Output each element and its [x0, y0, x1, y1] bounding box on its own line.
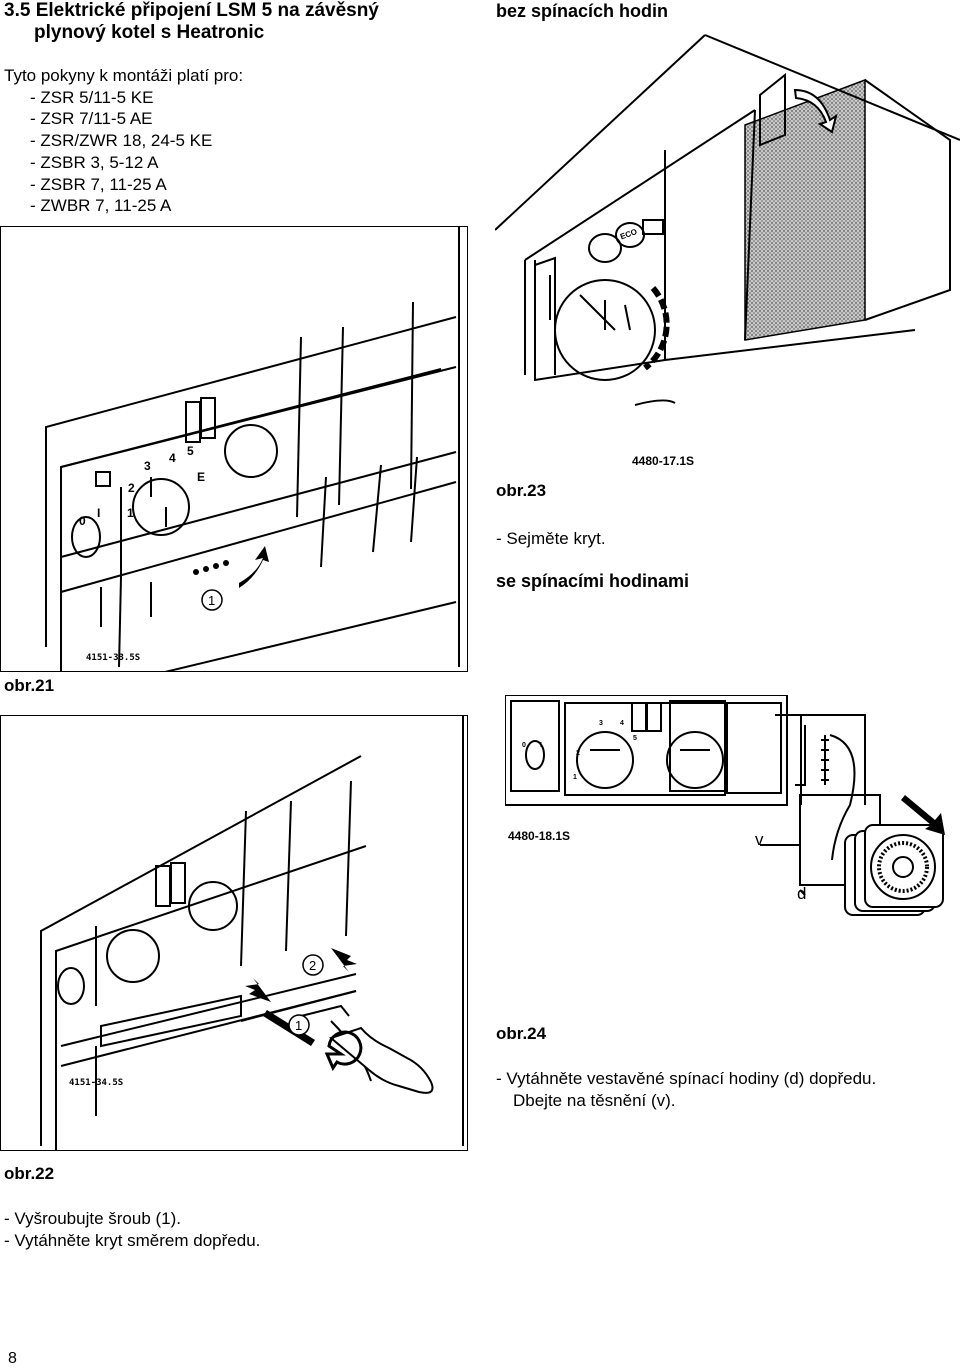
figure-24-caption: obr.24	[496, 1024, 547, 1043]
figure-22: 1 2 4151-34.5S	[0, 715, 468, 1151]
svg-text:3: 3	[599, 720, 603, 727]
svg-text:1: 1	[295, 1018, 302, 1033]
eco-label: ECO	[619, 227, 638, 241]
list-item: - ZSBR 3, 5-12 A	[30, 152, 159, 172]
boiler-cover-illustration: ECO	[494, 34, 960, 406]
list-item: - ZSBR 7, 11-25 A	[30, 174, 167, 194]
label-seal-v: v	[755, 830, 764, 849]
list-item: - Vytáhněte vestavěné spínací hodiny (d)…	[496, 1069, 877, 1088]
switch-label-off: 0	[79, 514, 86, 528]
figure-23-caption: obr.23	[496, 481, 547, 500]
list-item: - Vyšroubujte šroub (1).	[4, 1209, 181, 1228]
figure-24: 2 3 4 5 1 0 I	[504, 694, 960, 925]
callout-1: 1	[201, 589, 223, 611]
callout-1: 1	[288, 1014, 310, 1036]
figure-23: ECO 4480-17.1S	[494, 30, 960, 470]
fig24-steps: - Vytáhněte vestavěné spínací hodiny (d)…	[496, 1068, 876, 1111]
heading-with-timer: se spínacími hodinami	[496, 571, 690, 591]
dial-number: 2	[128, 481, 135, 495]
figure-code: 4480-17.1S	[632, 454, 695, 468]
switch-label-on: I	[97, 506, 100, 520]
list-item: - ZWBR 7, 11-25 A	[30, 196, 172, 216]
list-item: - ZSR/ZWR 18, 24-5 KE	[30, 131, 213, 151]
svg-text:4: 4	[620, 720, 624, 727]
fig23-step: - Sejměte kryt.	[496, 529, 606, 548]
section-title-line1: 3.5 Elektrické připojení LSM 5 na závěsn…	[4, 0, 379, 21]
figure-code: 4480-18.1S	[508, 829, 571, 843]
timer-removal-illustration: 2 3 4 5 1 0 I	[504, 694, 945, 916]
svg-text:5: 5	[633, 735, 637, 742]
heading-without-timer: bez spínacích hodin	[496, 1, 669, 21]
page-number: 8	[8, 1350, 17, 1367]
label-timer-d: d	[797, 884, 807, 903]
svg-text:I: I	[540, 742, 542, 749]
dial-number: 5	[187, 444, 194, 458]
list-item: Dbejte na těsnění (v).	[513, 1090, 676, 1110]
svg-text:1: 1	[573, 774, 577, 781]
dial-number: 4	[169, 451, 176, 465]
intro-text: Tyto pokyny k montáži platí pro:	[4, 66, 244, 85]
list-item: - ZSR 5/11-5 KE	[30, 87, 154, 107]
boiler-front-illustration: 1 2 3 4 5 E 0 I 1	[45, 227, 460, 671]
svg-text:0: 0	[522, 742, 526, 749]
cover-removal-illustration: 1 2	[40, 716, 464, 1150]
dial-number: E	[197, 470, 205, 484]
dial-number: 1	[127, 506, 134, 520]
figure-21-caption: obr.21	[4, 676, 55, 695]
svg-text:2: 2	[309, 958, 316, 973]
svg-text:2: 2	[576, 750, 580, 757]
dial-number: 3	[144, 459, 151, 473]
section-title-line2: plynový kotel s Heatronic	[34, 22, 265, 43]
svg-text:1: 1	[208, 593, 215, 608]
section-title: 3.5 Elektrické připojení LSM 5 na závěsn…	[4, 0, 379, 44]
list-item: - Vytáhněte kryt směrem dopředu.	[4, 1230, 261, 1250]
figure-code: 4151-33.5S	[86, 653, 141, 663]
figure-22-caption: obr.22	[4, 1164, 55, 1183]
callout-2: 2	[302, 954, 324, 976]
figure-21: 1 2 3 4 5 E 0 I 1 4151-33.5S	[0, 226, 468, 672]
list-item: - ZSR 7/11-5 AE	[30, 109, 153, 129]
figure-code: 4151-34.5S	[69, 1078, 124, 1088]
model-list: Tyto pokyny k montáži platí pro: - ZSR 5…	[4, 65, 243, 217]
fig22-steps: - Vyšroubujte šroub (1). - Vytáhněte kry…	[4, 1208, 260, 1251]
